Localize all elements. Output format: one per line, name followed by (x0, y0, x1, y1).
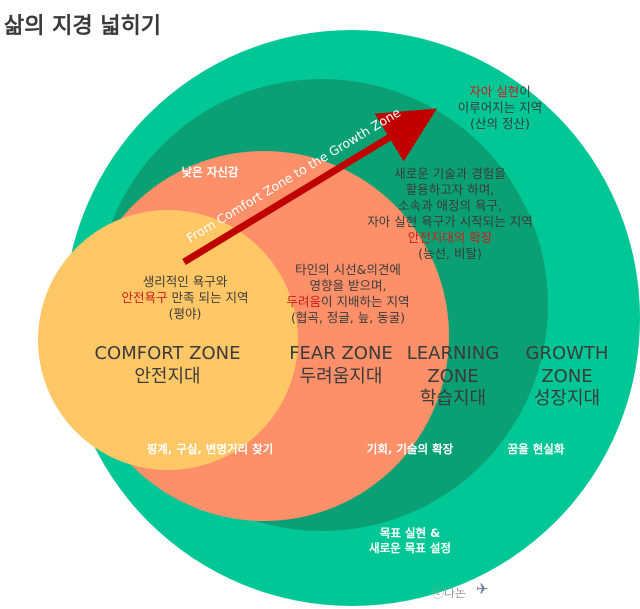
growth-zone-en2: ZONE (541, 365, 593, 387)
comfort-desc-highlight: 안전욕구 (121, 290, 168, 305)
page-title: 삶의 지경 넓히기 (4, 14, 161, 39)
comfort-desc-rest: 만족 되는 지역 (167, 290, 249, 305)
growth-zone-en1: GROWTH (525, 343, 609, 364)
comfort-zone-circle (38, 210, 298, 470)
growth-bottom-line2: 새로운 목표 설정 (368, 540, 452, 555)
learning-bottom-label: 기회, 기술의 확장 (366, 442, 454, 456)
learning-desc-line1: 새로운 기술과 경험을 (394, 166, 506, 181)
comfort-zone-en: COMFORT ZONE (94, 343, 241, 364)
fear-description: 타인의 시선&의견에 영향을 받으며, 두려움이 지배하는 지역 (협곡, 정글… (268, 262, 428, 326)
fear-desc-line4: (협곡, 정글, 늪, 동굴) (290, 310, 406, 325)
growth-top-line3: (산의 정산) (470, 116, 530, 131)
comfort-zone-ko: 안전지대 (134, 365, 201, 387)
learning-desc-line4: 자아 실현 욕구가 시작되는 지역 (367, 214, 533, 229)
fear-zone-label: FEAR ZONE 두려움지대 (276, 343, 406, 388)
comfort-description: 생리적인 욕구와 안전욕구 만족 되는 지역 (평야) (100, 274, 270, 322)
growth-bottom-description: 목표 실현 & 새로운 목표 설정 (340, 526, 480, 555)
comfort-desc-line3: (평야) (168, 306, 202, 321)
learning-desc-highlight: 안전지대의 확장 (407, 230, 493, 245)
learning-desc-line2: 활용하고자 하며, (405, 182, 495, 197)
learning-zone-en2: ZONE (427, 365, 479, 387)
fear-desc-line2: 영향을 받으며, (309, 278, 387, 293)
learning-zone-en1: LEARNING (406, 343, 500, 364)
credit-label: ⓒ나논 (432, 586, 467, 600)
growth-zone-ko: 성장지대 (533, 388, 601, 409)
fear-desc-rest: 이 지배하는 지역 (321, 294, 410, 309)
growth-bottom-label: 꿈을 현실화 (507, 442, 565, 456)
learning-zone-label: LEARNING ZONE 학습지대 (398, 343, 508, 411)
learning-desc-line3: 소속과 애정의 욕구, (398, 198, 502, 213)
fear-zone-ko: 두려움지대 (299, 365, 383, 387)
fear-desc-highlight: 두려움 (286, 294, 322, 309)
growth-zone-label: GROWTH ZONE 성장지대 (512, 343, 622, 411)
growth-top-highlight: 자아 실현 (469, 84, 520, 99)
learning-description: 새로운 기술과 경험을 활용하고자 하며, 소속과 애정의 욕구, 자아 실현 … (330, 166, 570, 262)
growth-top-rest: 이 (519, 84, 531, 99)
growth-bottom-line1: 목표 실현 & (379, 526, 441, 540)
growth-top-description: 자아 실현이 이루어지는 지역 (산의 정산) (420, 84, 580, 132)
learning-desc-line6: (능선, 비탈) (418, 246, 482, 261)
comfort-bottom-label: 핑계, 구실, 변명거리 찾기 (146, 442, 274, 456)
fear-desc-line1: 타인의 시선&의견에 (295, 262, 401, 277)
comfort-desc-line1: 생리적인 욕구와 (142, 274, 228, 289)
airplane-icon: ✈ (476, 580, 489, 598)
fear-top-label: 낮은 자신감 (181, 165, 239, 179)
learning-zone-ko: 학습지대 (419, 388, 487, 409)
fear-zone-en: FEAR ZONE (289, 343, 393, 364)
growth-top-line2: 이루어지는 지역 (457, 100, 543, 115)
comfort-zone-label: COMFORT ZONE 안전지대 (80, 343, 255, 388)
growth-arrow (182, 108, 437, 265)
